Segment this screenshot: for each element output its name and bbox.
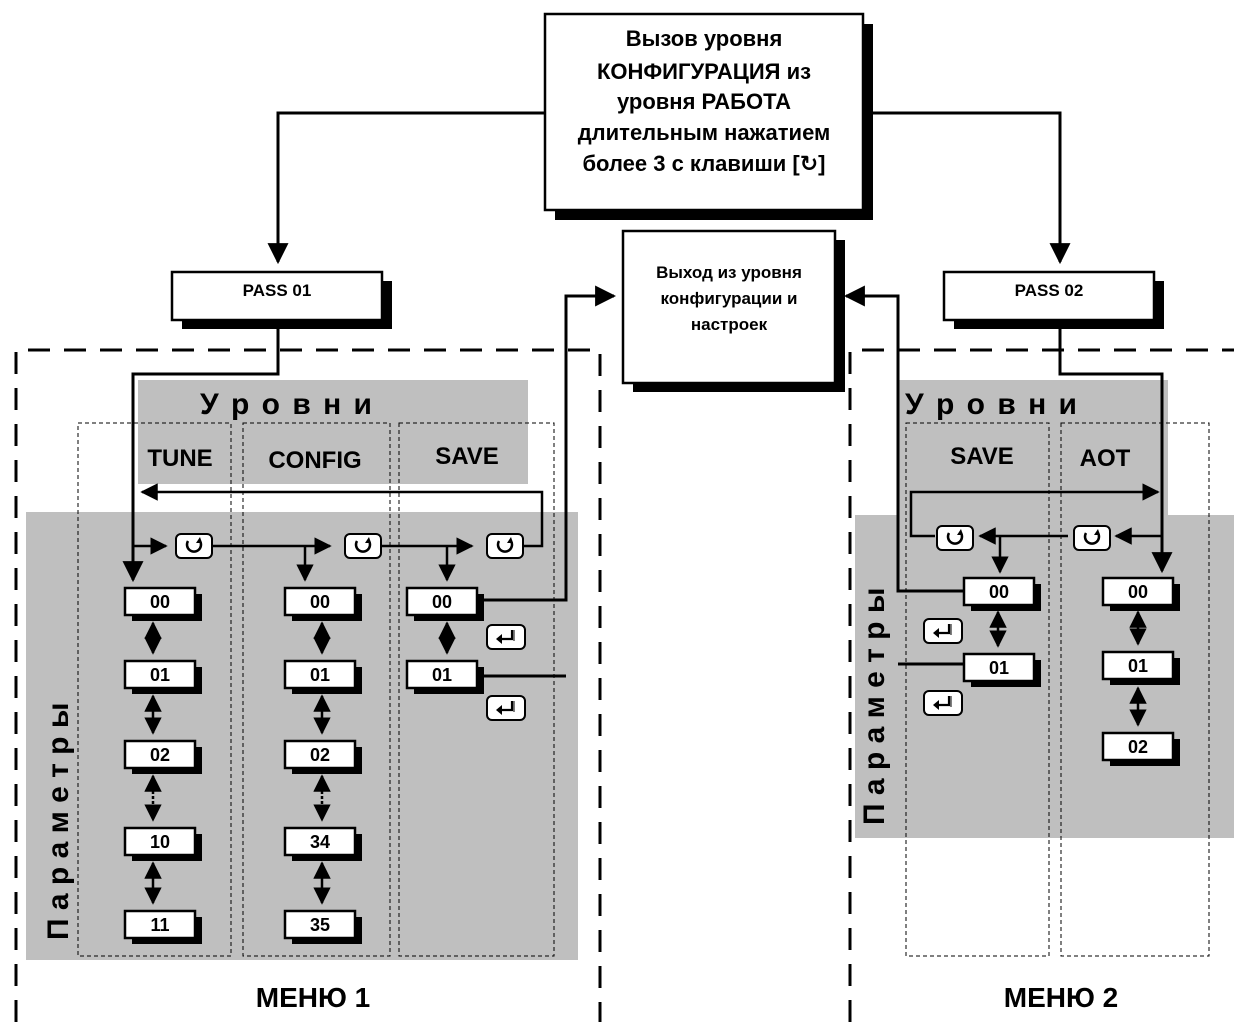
param-tune-11: 11 — [150, 915, 169, 935]
param-aot-01: 01 — [1128, 656, 1148, 676]
exit-line-3: настроек — [691, 315, 768, 334]
param-aot-00: 00 — [1128, 582, 1148, 602]
menu1-return-arrow — [140, 483, 544, 548]
exit-line-1: Выход из уровня — [656, 263, 802, 282]
tune-level-label: TUNE — [147, 445, 212, 472]
pass2-box: PASS 02 — [942, 270, 1164, 329]
pass1-box: PASS 01 — [170, 270, 392, 329]
menu1-dashed-frame — [14, 348, 602, 1022]
title-box: Вызов уровня КОНФИГУРАЦИЯ из уровня РАБО… — [543, 12, 873, 220]
save2-level-label: SAVE — [950, 443, 1014, 470]
param-config-00: 00 — [310, 592, 330, 612]
cycle-key-icon — [174, 532, 214, 560]
title-line-5: более 3 с клавиши [↻] — [582, 151, 825, 176]
enter-key-icon — [485, 623, 527, 651]
pass1-entry-arrow — [122, 320, 280, 583]
param-tune-00: 00 — [150, 592, 170, 612]
param-save2-01: 01 — [989, 658, 1009, 678]
pass2-label: PASS 02 — [1015, 281, 1084, 300]
param-save-01: 01 — [432, 665, 452, 685]
menu2-levels-panel-top — [898, 380, 1168, 420]
enter-key-icon — [922, 617, 964, 645]
aot-column-frame — [1060, 422, 1210, 957]
save-level-label: SAVE — [435, 443, 499, 470]
cycle-key-icon — [935, 524, 975, 552]
title-line-3: уровня РАБОТА — [617, 89, 791, 114]
save2-to-exit-arrow — [843, 285, 964, 593]
menu2-params-title: П а р а м е т р ы — [858, 588, 891, 825]
title-line-4: длительным нажатием — [578, 120, 831, 145]
exit-box: Выход из уровня конфигурации и настроек — [621, 229, 845, 392]
menu1-params-panel — [26, 512, 578, 960]
menu1-params-title: П а р а м е т р ы — [42, 703, 75, 940]
cycle-key-icon — [485, 532, 525, 560]
title-to-pass1-arrow — [267, 111, 545, 265]
pass1-label: PASS 01 — [243, 281, 312, 300]
menu2-levels-title: У р о в н и — [905, 388, 1079, 421]
param-tune-10: 10 — [150, 832, 170, 852]
config-params: 00 01 02 34 35 — [283, 586, 362, 944]
title-to-pass2-arrow — [863, 111, 1071, 265]
menu1-label: МЕНЮ 1 — [256, 982, 370, 1013]
param-save2-00: 00 — [989, 582, 1009, 602]
config-column-frame — [242, 422, 391, 957]
param-tune-02: 02 — [150, 745, 170, 765]
param-tune-01: 01 — [150, 665, 170, 685]
menu1: У р о в н и П а р а м е т р ы TUNE CONFI… — [14, 285, 617, 1022]
pass2-entry-arrow — [1058, 320, 1173, 574]
menu2-return-arrow — [909, 483, 1160, 538]
menu2: У р о в н и П а р а м е т р ы SAVE AOT 0… — [843, 285, 1234, 1022]
menu2-dashed-frame — [848, 348, 1234, 1022]
param-aot-02: 02 — [1128, 737, 1148, 757]
param-config-02: 02 — [310, 745, 330, 765]
cycle-key-icon — [1072, 524, 1112, 552]
save2-params: 00 01 — [843, 285, 1041, 717]
title-line-1: Вызов уровня — [626, 26, 783, 51]
menu2-label: МЕНЮ 2 — [1004, 982, 1118, 1013]
exit-line-2: конфигурации и — [661, 289, 798, 308]
title-line-2: КОНФИГУРАЦИЯ из — [597, 59, 811, 84]
tune-params: 00 01 02 10 11 — [123, 586, 202, 944]
param-config-35: 35 — [310, 915, 330, 935]
param-save-00: 00 — [432, 592, 452, 612]
menu1-levels-panel — [138, 380, 528, 484]
param-config-01: 01 — [310, 665, 330, 685]
config-level-label: CONFIG — [268, 447, 361, 474]
aot-params: 00 01 02 — [1101, 576, 1180, 766]
menu1-levels-title: У р о в н и — [200, 388, 374, 421]
save-params: 00 01 — [405, 285, 617, 722]
enter-key-icon — [485, 694, 527, 722]
save-column-frame — [398, 422, 555, 957]
cycle-key-icon — [343, 532, 383, 560]
save00-to-exit-arrow — [484, 285, 617, 602]
save2-column-frame — [905, 422, 1050, 957]
enter-key-icon — [922, 689, 964, 717]
aot-level-label: AOT — [1080, 445, 1131, 472]
param-config-34: 34 — [310, 832, 330, 852]
